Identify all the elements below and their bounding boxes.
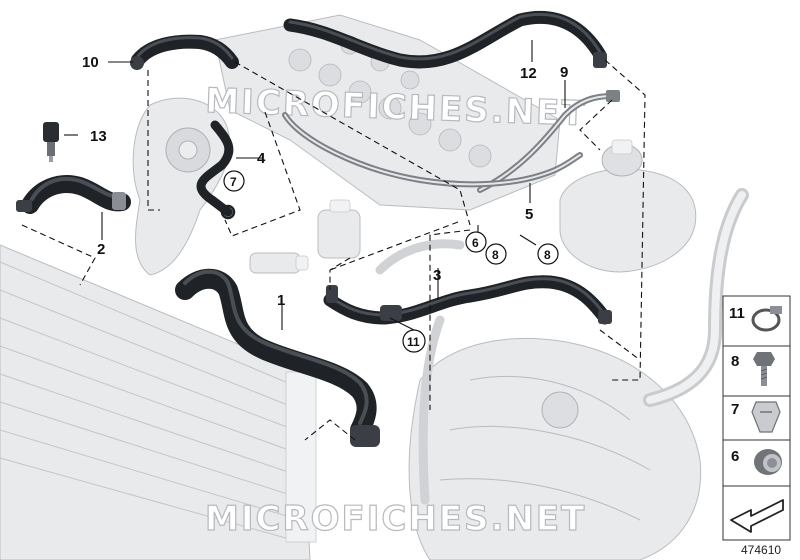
circled-callout-8a: 8 (485, 243, 507, 265)
clip-icon (751, 401, 781, 433)
part-2-hose[interactable] (16, 175, 131, 214)
hose-clamp-icon (751, 306, 782, 332)
part-3-hose[interactable] (323, 275, 612, 325)
callout-8b: 8 (544, 248, 551, 262)
radiator (0, 244, 317, 560)
circled-callout-11: 11 (402, 329, 426, 353)
part-10-hose[interactable] (130, 34, 239, 70)
plug-icon (754, 449, 782, 475)
circled-callout-7: 7 (223, 170, 245, 192)
callout-7: 7 (230, 175, 237, 189)
part-12-upper-hose[interactable] (283, 10, 607, 69)
oil-cooler-pipe (375, 188, 749, 505)
callout-10: 10 (82, 54, 99, 71)
callout-11: 11 (407, 335, 420, 349)
part-11-clamp-fitting[interactable] (380, 305, 402, 321)
part-1-lower-hose[interactable] (175, 268, 380, 447)
callout-9: 9 (560, 64, 568, 81)
legend-number-8: 8 (731, 353, 739, 370)
part-13-temperature-sensor[interactable] (43, 122, 59, 162)
callout-12: 12 (520, 65, 537, 82)
circled-callout-6: 6 (465, 231, 487, 253)
electric-water-pump (317, 199, 361, 259)
assembly-lines (21, 59, 646, 441)
callout-5: 5 (525, 206, 533, 223)
callout-2: 2 (97, 241, 105, 258)
legend-panel: 11 8 7 6 (722, 295, 791, 541)
watermark-bottom: MICROFICHES.NET (205, 499, 586, 539)
thermostat (249, 252, 309, 274)
callout-1: 1 (277, 292, 285, 309)
transmission (408, 337, 702, 560)
diagram-id: 474610 (741, 543, 781, 557)
callout-6: 6 (472, 236, 479, 250)
circled-callout-8b: 8 (537, 243, 559, 265)
legend-number-6: 6 (731, 448, 739, 465)
legend-number-11: 11 (729, 305, 745, 322)
callout-8a: 8 (492, 248, 499, 262)
part-5-pipe[interactable] (282, 112, 583, 188)
callout-3: 3 (433, 267, 441, 284)
part-9-pipe[interactable] (477, 90, 620, 193)
callout-13: 13 (90, 128, 107, 145)
callout-4: 4 (257, 150, 266, 167)
part-4-small-hose[interactable] (196, 120, 236, 220)
bolt-icon (753, 352, 775, 386)
direction-arrow-icon (730, 499, 784, 533)
expansion-tank (559, 139, 697, 273)
legend-number-7: 7 (731, 401, 739, 418)
coolant-pump-housing (132, 97, 231, 276)
